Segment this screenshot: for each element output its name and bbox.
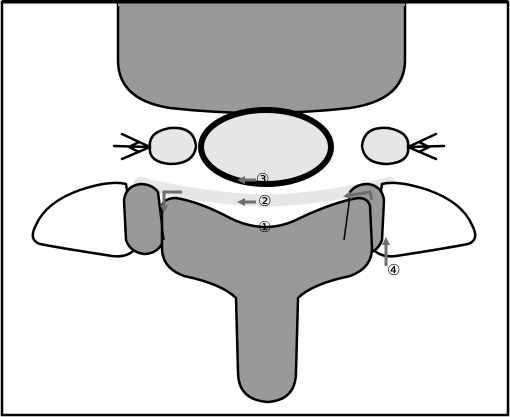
frame-top-edge [2, 0, 508, 4]
label-2: ② [258, 192, 271, 210]
label-1: ① [258, 218, 271, 236]
label-3: ③ [256, 170, 269, 188]
vertebral-body [118, 4, 405, 113]
label-4: ④ [387, 261, 400, 279]
left-articular-process [124, 184, 164, 254]
